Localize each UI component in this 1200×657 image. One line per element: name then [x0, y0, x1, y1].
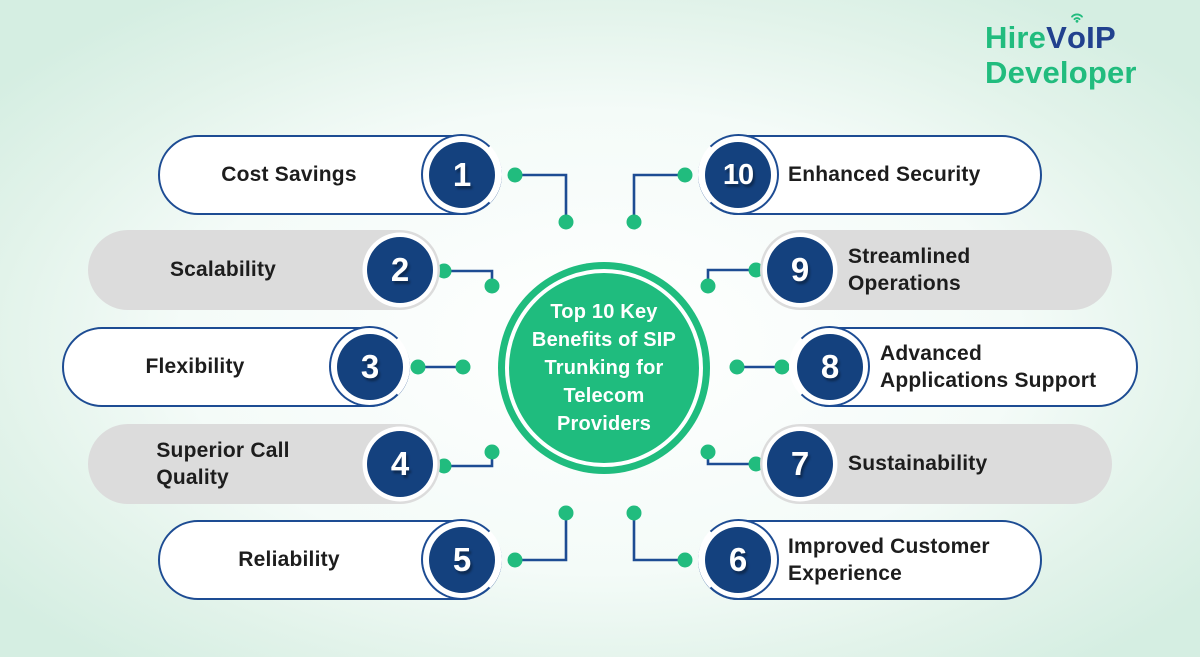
- benefit-number-badge: 9: [767, 237, 833, 303]
- connector-dot: [558, 214, 574, 230]
- connector-dot: [677, 552, 693, 568]
- logo-ip-text: IP: [1086, 20, 1116, 55]
- connector-dot: [700, 444, 716, 460]
- connector-line-1: [515, 173, 568, 222]
- connector-dot: [729, 359, 745, 375]
- connector-dot: [436, 458, 452, 474]
- benefit-number-badge: 8: [797, 334, 863, 400]
- connector-dot: [748, 262, 764, 278]
- benefit-number-badge: 6: [705, 527, 771, 593]
- connector-dot: [700, 278, 716, 294]
- benefit-label: Sustainability: [848, 452, 988, 476]
- center-topic-title: Top 10 Key Benefits of SIP Trunking for …: [531, 301, 677, 435]
- connector-dot: [748, 456, 764, 472]
- connector-line-5: [515, 513, 568, 562]
- center-topic-inner-ring: Top 10 Key Benefits of SIP Trunking for …: [505, 269, 703, 467]
- connector-dot: [507, 167, 523, 183]
- benefit-number-badge: 5: [429, 527, 495, 593]
- connector-dot: [677, 167, 693, 183]
- connector-dot: [484, 278, 500, 294]
- connector-line-10: [632, 173, 685, 222]
- benefit-number-badge: 2: [367, 237, 433, 303]
- center-topic-circle: Top 10 Key Benefits of SIP Trunking for …: [498, 262, 710, 474]
- connector-dot: [484, 444, 500, 460]
- benefit-label: Cost Savings: [221, 163, 357, 187]
- benefit-number-badge: 7: [767, 431, 833, 497]
- connector-dot: [436, 263, 452, 279]
- connector-dot: [626, 505, 642, 521]
- connector-dot: [774, 359, 790, 375]
- benefit-number-badge: 10: [705, 142, 771, 208]
- connector-line-6: [632, 513, 685, 562]
- benefit-number-badge: 1: [429, 142, 495, 208]
- connector-dot: [507, 552, 523, 568]
- connector-dot: [455, 359, 471, 375]
- connector-line-4: [444, 452, 494, 468]
- benefit-label: Flexibility: [145, 355, 245, 379]
- logo-hire-text: Hire: [985, 20, 1047, 55]
- connector-dot: [626, 214, 642, 230]
- benefit-number-badge: 3: [337, 334, 403, 400]
- benefit-number-badge: 4: [367, 431, 433, 497]
- connector-dot: [558, 505, 574, 521]
- connector-line-9: [706, 268, 756, 286]
- wifi-signal-icon: [1070, 13, 1083, 23]
- connector-dot: [410, 359, 426, 375]
- logo-v-text: V: [1046, 20, 1067, 55]
- logo-o-with-wifi: o: [1067, 13, 1086, 55]
- benefit-label: Enhanced Security: [788, 163, 981, 187]
- benefit-label: Reliability: [238, 548, 340, 572]
- connector-line-2: [444, 269, 494, 286]
- logo-developer-text: Developer: [985, 55, 1137, 91]
- benefit-label: Scalability: [169, 258, 277, 282]
